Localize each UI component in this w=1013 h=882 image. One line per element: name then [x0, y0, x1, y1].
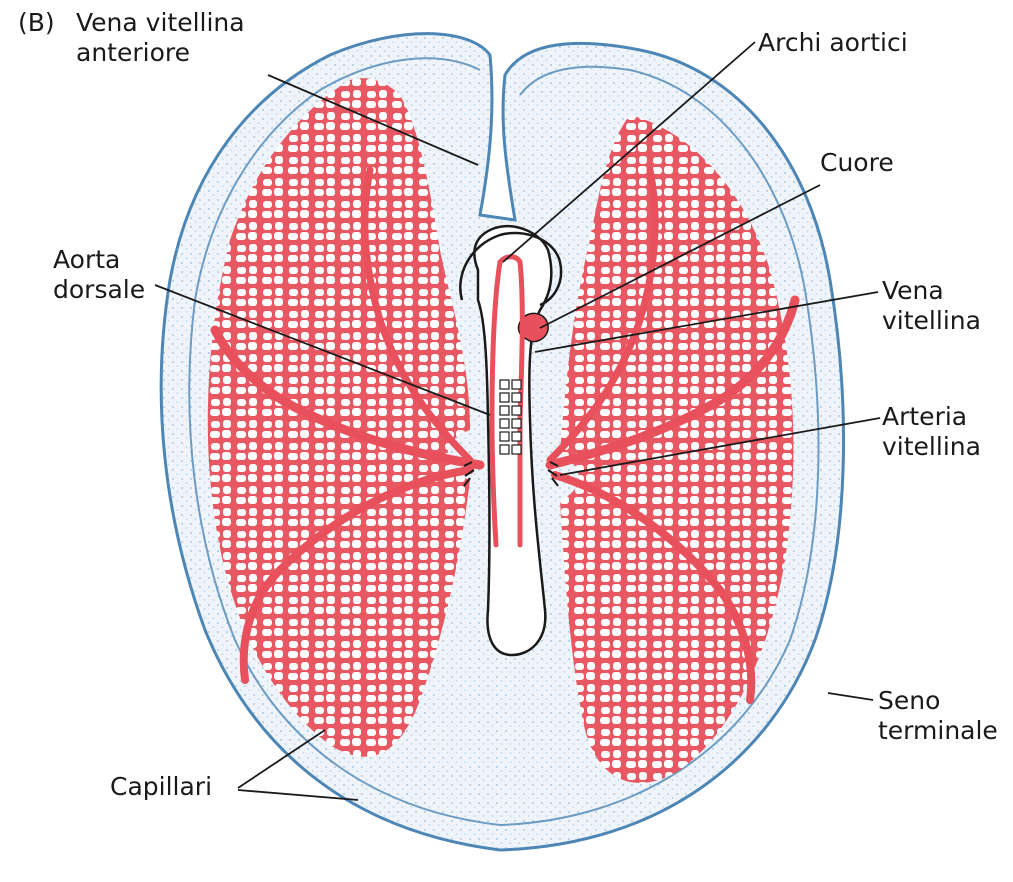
label-line-2: dorsale	[53, 275, 145, 305]
label-aorta-dorsale: Aorta dorsale	[53, 245, 145, 305]
label-archi-aortici: Archi aortici	[758, 28, 908, 58]
label-vena-vitellina: Vena vitellina	[882, 276, 981, 336]
label-line-1: Capillari	[110, 772, 212, 802]
label-line-2: vitellina	[882, 432, 981, 462]
label-capillari: Capillari	[110, 772, 212, 802]
label-line-1: Arteria	[882, 402, 981, 432]
label-line-2: vitellina	[882, 306, 981, 336]
label-arteria-vitellina: Arteria vitellina	[882, 402, 981, 462]
label-seno-terminale: Seno terminale	[878, 686, 998, 746]
label-line-1: Vena	[882, 276, 981, 306]
label-line-1: Cuore	[820, 148, 894, 178]
label-line-1: Archi aortici	[758, 28, 908, 58]
leader-seno-terminale	[828, 693, 873, 700]
label-vena-vitellina-anteriore: Vena vitellina anteriore	[76, 8, 245, 68]
label-line-2: anteriore	[76, 38, 245, 68]
label-line-1: Vena vitellina	[76, 8, 245, 38]
label-line-1: Aorta	[53, 245, 145, 275]
label-line-2: terminale	[878, 716, 998, 746]
label-cuore: Cuore	[820, 148, 894, 178]
panel-tag: (B)	[18, 8, 55, 38]
label-line-1: Seno	[878, 686, 998, 716]
